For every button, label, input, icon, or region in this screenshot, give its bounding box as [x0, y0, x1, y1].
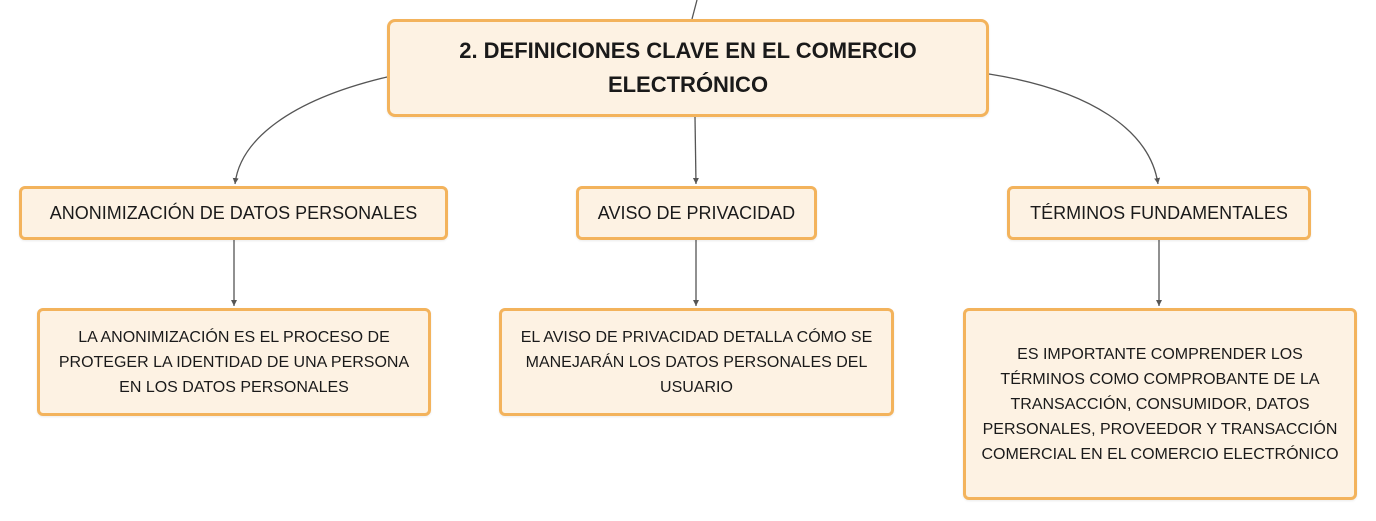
connector-from-parent — [691, 0, 698, 20]
connector-root-to-topic-3 — [988, 73, 1161, 185]
topic-node-anonimizacion[interactable]: ANONIMIZACIÓN DE DATOS PERSONALES — [19, 186, 448, 240]
topic-node-label: ANONIMIZACIÓN DE DATOS PERSONALES — [49, 203, 418, 223]
detail-node-text: EL AVISO DE PRIVACIDAD DETALLA CÓMO SE M… — [520, 328, 873, 396]
detail-node-text: ES IMPORTANTE COMPRENDER LOS TÉRMINOS CO… — [981, 345, 1339, 463]
detail-node-aviso-privacidad[interactable]: EL AVISO DE PRIVACIDAD DETALLA CÓMO SE M… — [499, 308, 894, 416]
connector-root-to-topic-1 — [232, 76, 388, 185]
topic-node-aviso-privacidad[interactable]: AVISO DE PRIVACIDAD — [576, 186, 817, 240]
topic-node-label: AVISO DE PRIVACIDAD — [597, 203, 796, 223]
detail-node-text: LA ANONIMIZACIÓN ES EL PROCESO DE PROTEG… — [58, 328, 410, 396]
detail-node-terminos[interactable]: ES IMPORTANTE COMPRENDER LOS TÉRMINOS CO… — [963, 308, 1357, 500]
topic-node-terminos[interactable]: TÉRMINOS FUNDAMENTALES — [1007, 186, 1311, 240]
root-node-label: 2. DEFINICIONES CLAVE EN EL COMERCIO ELE… — [459, 38, 917, 97]
root-node[interactable]: 2. DEFINICIONES CLAVE EN EL COMERCIO ELE… — [387, 19, 989, 117]
topic-node-label: TÉRMINOS FUNDAMENTALES — [1030, 203, 1288, 223]
detail-node-anonimizacion[interactable]: LA ANONIMIZACIÓN ES EL PROCESO DE PROTEG… — [37, 308, 431, 416]
connector-root-to-topic-2 — [692, 116, 699, 185]
